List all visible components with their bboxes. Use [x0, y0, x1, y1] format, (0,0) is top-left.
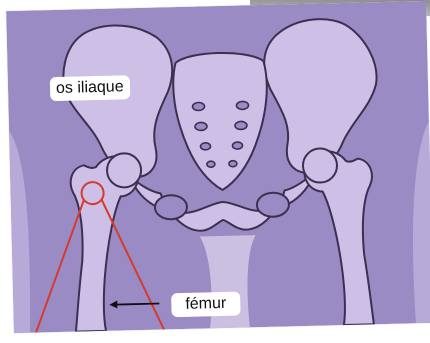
sacral-foramen [229, 161, 237, 167]
sacral-foramen [207, 161, 215, 167]
sacral-foramen [200, 143, 210, 150]
pelvis-illustration: os iliaque fémur [6, 1, 430, 333]
sacral-foramen [192, 102, 204, 110]
right-obturator-foramen [257, 192, 290, 217]
sacral-foramen [236, 101, 248, 109]
sacral-foramen [235, 121, 247, 129]
left-femoral-head [107, 153, 142, 188]
sacral-foramen [232, 142, 242, 149]
sacral-foramen [195, 122, 207, 130]
femur-pointer-line [113, 304, 159, 305]
left-obturator-foramen [155, 195, 188, 220]
label-femur: fémur [171, 292, 240, 318]
right-femoral-head [303, 148, 338, 183]
label-os-iliaque: os iliaque [50, 75, 130, 101]
